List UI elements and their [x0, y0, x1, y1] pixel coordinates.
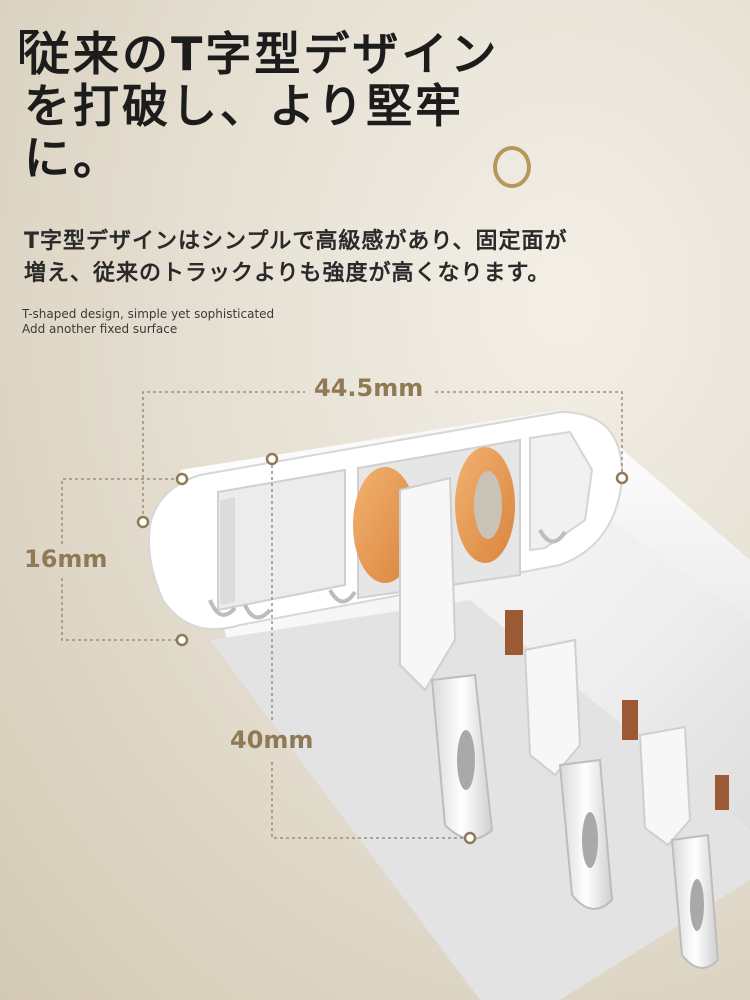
dimension-markers: [136, 452, 629, 845]
headline-line-1: 従来のT字型デザイン: [24, 27, 500, 81]
subtitle: T字型デザインはシンプルで高級感があり、固定面が 増え、従来のトラックよりも強度…: [24, 226, 567, 290]
quote-mark-icon: [20, 30, 38, 64]
decorative-ring-icon: [493, 146, 531, 188]
headline-line-2: を打破し、より堅牢: [24, 79, 465, 133]
dimension-depth-label: 40mm: [230, 726, 314, 754]
english-caption: T-shaped design, simple yet sophisticate…: [22, 307, 274, 337]
english-line-2: Add another fixed surface: [22, 322, 178, 336]
dimension-height-label: 16mm: [24, 545, 108, 573]
headline-line-3: に。: [24, 131, 122, 185]
subtitle-line-1: T字型デザインはシンプルで高級感があり、固定面が: [24, 229, 568, 254]
headline: 従来のT字型デザイン を打破し、より堅牢 に。: [24, 28, 499, 184]
glider-hooks: [399, 476, 720, 969]
english-line-1: T-shaped design, simple yet sophisticate…: [22, 307, 275, 321]
dimension-guides: [61, 391, 623, 839]
dimension-width-label: 44.5mm: [314, 374, 424, 402]
subtitle-line-2: 増え、従来のトラックよりも強度が高くなります。: [24, 261, 551, 286]
